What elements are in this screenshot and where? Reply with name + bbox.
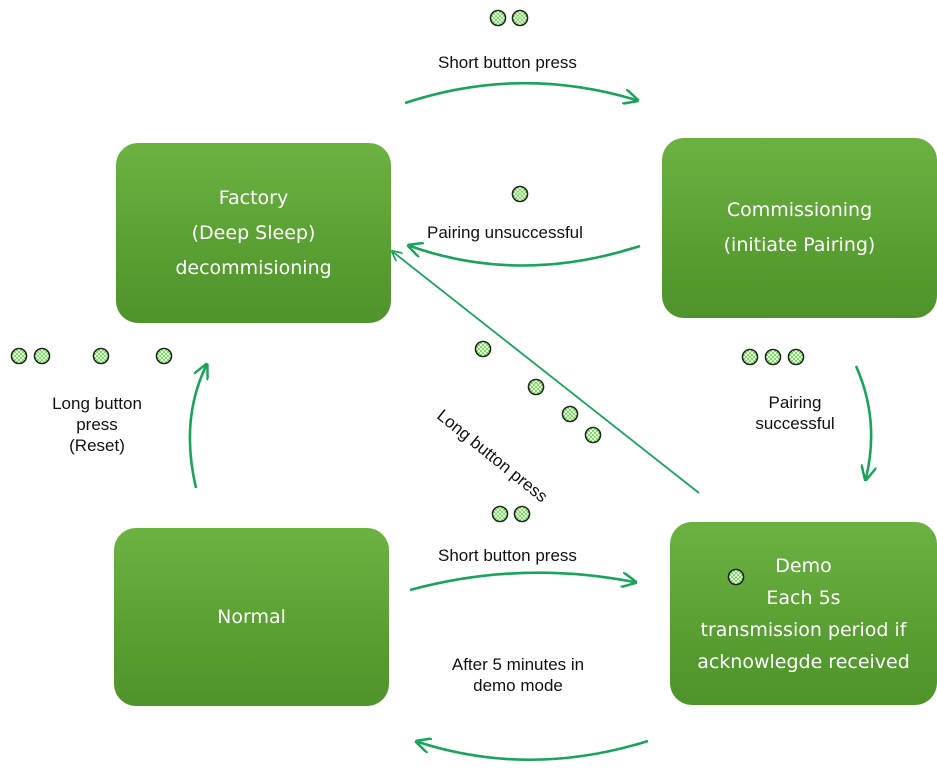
- label-long-press-reset-line-1: Long button: [52, 394, 142, 413]
- led-blink-icon: [491, 505, 509, 523]
- label-pairing-successful-line-2: successful: [755, 414, 835, 433]
- label-short-press-bottom: Short button press: [438, 546, 577, 565]
- led-blink-icon: [764, 348, 782, 366]
- led-blink-icon: [513, 505, 531, 523]
- state-demo-detail-1: transmission period if: [700, 618, 907, 641]
- state-demo-detail-2: acknowlegde received: [697, 650, 910, 673]
- label-long-press-reset-line-3: (Reset): [69, 436, 125, 455]
- state-factory-subtitle: (Deep Sleep): [191, 221, 316, 244]
- led-blink-icon: [511, 185, 529, 203]
- led-blink-icon: [155, 347, 173, 365]
- arrow-commissioning-to-factory: [410, 246, 641, 267]
- label-pairing-unsuccessful: Pairing unsuccessful: [427, 223, 583, 242]
- state-commissioning-subtitle: (initiate Pairing): [723, 234, 876, 256]
- label-after-5-minutes-line-1: After 5 minutes in: [451, 655, 585, 674]
- label-after-5-minutes: After 5 minutes in demo mode: [438, 654, 598, 696]
- state-demo-title: Demo: [775, 554, 832, 577]
- led-blink-icon: [561, 405, 579, 423]
- arrow-demo-to-factory: [393, 252, 700, 494]
- led-blink-icon: [787, 348, 805, 366]
- led-blink-icon: [741, 348, 759, 366]
- led-blink-icon: [489, 9, 507, 27]
- state-commissioning: Commissioning (initiate Pairing): [662, 138, 937, 318]
- led-blink-icon: [474, 340, 492, 358]
- label-pairing-successful-line-1: Pairing: [768, 393, 822, 412]
- led-blink-icon: [10, 347, 28, 365]
- state-normal-title: Normal: [217, 605, 286, 628]
- label-pairing-successful: Pairing successful: [740, 392, 850, 434]
- state-commissioning-title: Commissioning: [726, 199, 873, 221]
- led-blink-icon: [727, 568, 745, 586]
- state-normal: Normal: [114, 528, 389, 706]
- label-long-press-reset-line-2: press: [76, 415, 118, 434]
- state-demo-interval: Each 5s: [766, 586, 841, 609]
- led-blink-icon: [584, 426, 602, 444]
- state-factory-title: Factory: [218, 186, 289, 209]
- led-blink-icon: [511, 9, 529, 27]
- arrow-normal-to-factory: [188, 366, 206, 489]
- label-short-press-top: Short button press: [438, 53, 577, 72]
- arrow-factory-to-commissioning: [404, 81, 636, 103]
- state-factory: Factory (Deep Sleep) decommisioning: [116, 143, 391, 323]
- arrow-commissioning-to-demo: [854, 365, 871, 478]
- arrow-demo-to-normal: [418, 741, 649, 762]
- arrow-normal-to-demo: [409, 571, 634, 592]
- led-blink-icon: [33, 347, 51, 365]
- state-demo: Demo Each 5s transmission period if ackn…: [670, 522, 937, 705]
- led-blink-icon: [92, 347, 110, 365]
- label-after-5-minutes-line-2: demo mode: [473, 676, 563, 695]
- state-factory-mode: decommisioning: [175, 256, 332, 279]
- label-long-press-reset: Long button press (Reset): [34, 393, 160, 456]
- led-blink-icon: [527, 378, 545, 396]
